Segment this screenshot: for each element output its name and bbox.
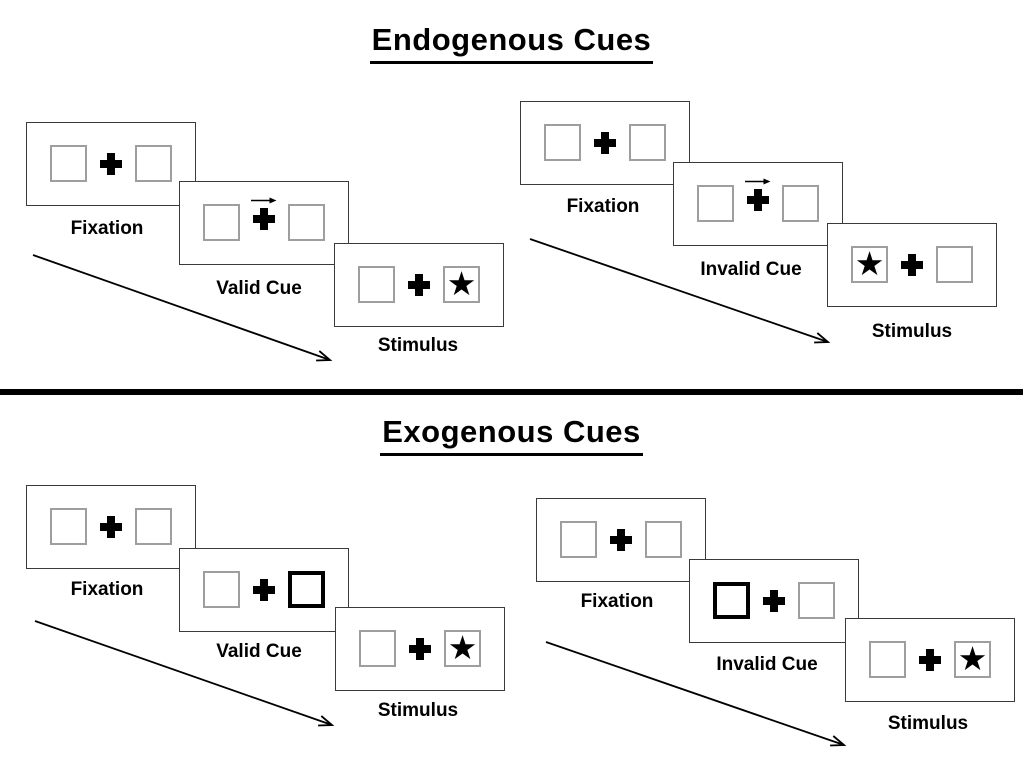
left-placeholder-box [203,571,240,608]
fixation-cross-icon [253,579,275,601]
star-stimulus-icon: ★ [957,639,988,678]
right-placeholder-box [782,185,819,222]
star-stimulus-icon: ★ [446,264,477,303]
right-placeholder-box [135,508,172,545]
left-placeholder-box [869,641,906,678]
fixation-cross-icon [763,590,785,612]
right-placeholder-box [629,124,666,161]
timeline-arrow [529,238,831,344]
section-header-exogenous: Exogenous Cues [0,414,1023,456]
fixation-cross-icon [409,638,431,660]
cue-direction-arrow-icon [251,197,277,204]
left-placeholder-box [544,124,581,161]
fixation-cross-icon [100,153,122,175]
fixation-panel [26,122,196,206]
fixation-cross-icon [747,189,769,211]
right-placeholder-box [135,145,172,182]
left-placeholder-box [203,204,240,241]
panel-label-fixation: Fixation [70,218,144,239]
highlighted-cue-box [713,582,750,619]
fixation-panel [520,101,690,185]
right-placeholder-box [798,582,835,619]
fixation-cross-icon [594,132,616,154]
fixation-cross-icon [919,649,941,671]
left-placeholder-box [697,185,734,222]
stimulus-panel: ★ [335,607,505,691]
section-header-endogenous: Endogenous Cues [0,22,1023,64]
right-placeholder-box [645,521,682,558]
timeline-arrow [32,254,333,362]
panel-label-valid-cue: Valid Cue [216,278,302,299]
panel-label-fixation: Fixation [70,579,144,600]
left-placeholder-box [359,630,396,667]
stimulus-panel: ★ [827,223,997,307]
panel-label-invalid-cue: Invalid Cue [700,259,802,280]
panel-label-stimulus: Stimulus [887,713,969,734]
right-placeholder-box [288,204,325,241]
panel-label-stimulus: Stimulus [377,335,459,356]
fixation-cross-icon [408,274,430,296]
left-placeholder-box [560,521,597,558]
stimulus-box: ★ [444,630,481,667]
stimulus-panel: ★ [334,243,504,327]
highlighted-cue-box [288,571,325,608]
fixation-panel [26,485,196,569]
invalid-cue-panel [689,559,859,643]
stimulus-box: ★ [443,266,480,303]
panel-label-invalid-cue: Invalid Cue [716,654,818,675]
right-placeholder-box [936,246,973,283]
timeline-arrow [34,620,335,727]
invalid-cue-panel [673,162,843,246]
star-stimulus-icon: ★ [854,244,885,283]
panel-label-fixation: Fixation [566,196,640,217]
stimulus-box: ★ [954,641,991,678]
panel-label-stimulus: Stimulus [377,700,459,721]
fixation-panel [536,498,706,582]
panel-label-stimulus: Stimulus [871,321,953,342]
left-placeholder-box [50,508,87,545]
left-placeholder-box [50,145,87,182]
stimulus-box: ★ [851,246,888,283]
left-placeholder-box [358,266,395,303]
section-title-endogenous: Endogenous Cues [369,22,654,64]
stimulus-panel: ★ [845,618,1015,702]
panel-label-valid-cue: Valid Cue [216,641,302,662]
section-title-exogenous: Exogenous Cues [380,414,643,456]
fixation-cross-icon [100,516,122,538]
panel-label-fixation: Fixation [580,591,654,612]
cue-direction-arrow-icon [745,178,771,185]
valid-cue-panel [179,548,349,632]
fixation-cross-icon [901,254,923,276]
section-divider [0,389,1023,395]
fixation-cross-icon [610,529,632,551]
valid-cue-panel [179,181,349,265]
fixation-cross-icon [253,208,275,230]
star-stimulus-icon: ★ [447,628,478,667]
